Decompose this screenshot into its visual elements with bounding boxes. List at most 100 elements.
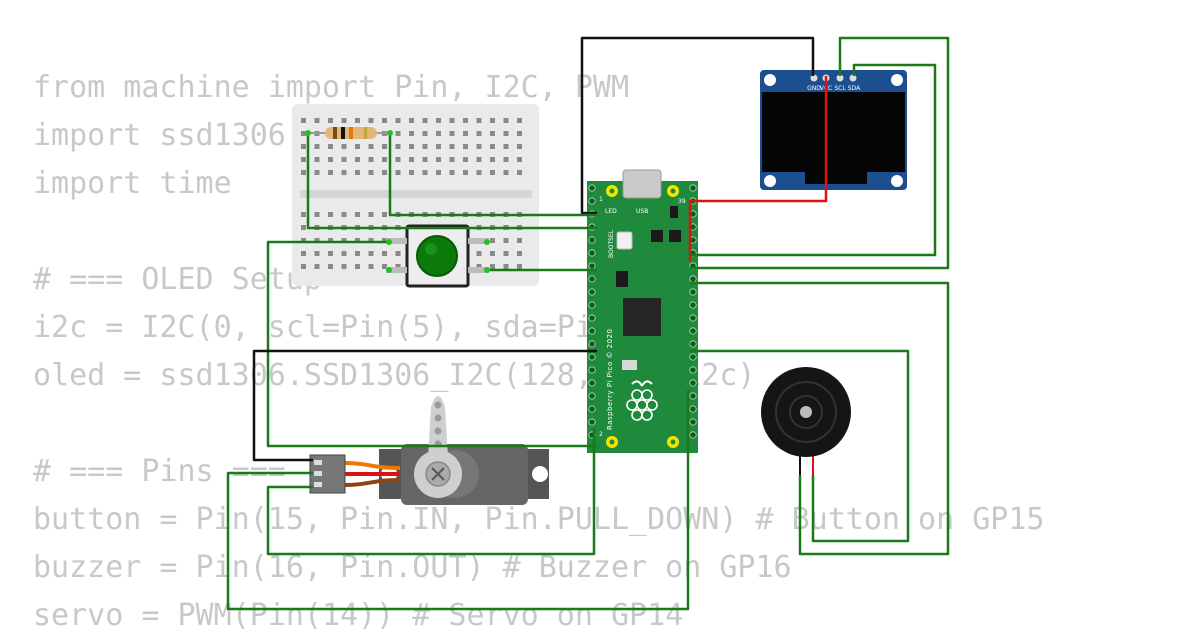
breadboard-hole xyxy=(476,264,482,269)
breadboard-hole xyxy=(341,264,347,269)
breadboard-hole xyxy=(382,144,387,149)
raspberry-pi-pico: USB LED 1 2 39 BOOTSEL Raspberry Pi Pico… xyxy=(587,169,698,453)
breadboard-hole xyxy=(341,251,347,256)
breadboard-hole xyxy=(422,131,428,136)
breadboard-hole xyxy=(301,144,306,149)
breadboard-hole xyxy=(395,118,401,123)
breadboard-hole xyxy=(449,118,455,123)
pico-pin xyxy=(588,288,596,296)
pico-pin xyxy=(588,262,596,270)
breadboard-hole xyxy=(341,238,347,243)
breadboard-hole xyxy=(382,118,387,123)
breadboard-hole xyxy=(395,157,401,162)
breadboard-hole xyxy=(355,157,360,162)
pico-pin xyxy=(588,353,596,361)
breadboard-hole xyxy=(476,118,482,123)
breadboard-hole xyxy=(490,170,495,175)
resistor xyxy=(308,127,392,139)
raspberry-logo-icon xyxy=(626,380,658,421)
code-line: button = Pin(15, Pin.IN, Pin.PULL_DOWN) … xyxy=(33,502,1045,537)
breadboard-hole xyxy=(301,238,306,243)
wires xyxy=(226,36,950,611)
breadboard-hole xyxy=(490,238,495,243)
breadboard-hole xyxy=(341,212,347,217)
breadboard-hole xyxy=(382,157,387,162)
breadboard-hole xyxy=(409,118,414,123)
button-cap[interactable] xyxy=(416,235,458,277)
pico-pin xyxy=(588,405,596,413)
breadboard-hole xyxy=(517,118,522,123)
breadboard-hole xyxy=(355,251,360,256)
push-button[interactable] xyxy=(386,224,489,288)
pico-pin xyxy=(588,379,596,387)
oled-pin-sda-label: SDA xyxy=(848,85,861,92)
breadboard-hole xyxy=(395,251,401,256)
breadboard-hole xyxy=(382,264,387,269)
breadboard-hole xyxy=(449,131,455,136)
breadboard-hole xyxy=(409,144,414,149)
breadboard-hole xyxy=(355,264,360,269)
pico-pin xyxy=(689,431,697,439)
pico-pin xyxy=(588,249,596,257)
breadboard-hole xyxy=(368,170,374,175)
breadboard-hole xyxy=(422,118,428,123)
breadboard-hole xyxy=(436,131,441,136)
pico-pin xyxy=(588,327,596,335)
bootsel-button[interactable] xyxy=(616,231,633,250)
breadboard-hole xyxy=(314,238,320,243)
breadboard-hole xyxy=(301,157,306,162)
breadboard-hole xyxy=(328,264,333,269)
breadboard-hole xyxy=(503,144,509,149)
breadboard-hole xyxy=(328,170,333,175)
breadboard-hole xyxy=(382,251,387,256)
pin2-label: 2 xyxy=(599,431,603,438)
pico-pin xyxy=(588,301,596,309)
breadboard-hole xyxy=(382,238,387,243)
breadboard-hole xyxy=(449,144,455,149)
oled-display: GND VCC SCL SDA xyxy=(760,70,907,190)
code-line: # === OLED Setup xyxy=(33,262,322,297)
breadboard-hole xyxy=(490,251,495,256)
pico-pin xyxy=(689,405,697,413)
pico-pin xyxy=(689,379,697,387)
breadboard-hole xyxy=(463,144,468,149)
pico-pin xyxy=(588,392,596,400)
pico-pin xyxy=(689,327,697,335)
pico-pin xyxy=(689,184,697,192)
breadboard-hole xyxy=(301,264,306,269)
breadboard-hole xyxy=(382,170,387,175)
breadboard-hole xyxy=(476,131,482,136)
oled-pin-scl-label: SCL xyxy=(834,85,846,92)
breadboard-hole xyxy=(517,251,522,256)
bootsel-label: BOOTSEL xyxy=(608,229,615,258)
breadboard-hole xyxy=(368,264,374,269)
rp2040-chip xyxy=(623,298,661,336)
pico-pin xyxy=(588,340,596,348)
pico-pin xyxy=(588,197,596,205)
breadboard-hole xyxy=(368,212,374,217)
breadboard-hole xyxy=(341,144,347,149)
breadboard-hole xyxy=(301,170,306,175)
pico-pin xyxy=(689,340,697,348)
breadboard-hole xyxy=(476,157,482,162)
pico-pin xyxy=(588,275,596,283)
code-line: import time xyxy=(33,166,232,201)
breadboard-hole xyxy=(517,144,522,149)
breadboard-hole xyxy=(314,144,320,149)
breadboard-hole xyxy=(368,238,374,243)
breadboard-hole xyxy=(517,131,522,136)
oled-screen xyxy=(762,92,905,172)
breadboard-hole xyxy=(409,157,414,162)
breadboard-hole xyxy=(328,238,333,243)
breadboard-hole xyxy=(328,212,333,217)
pico-pin xyxy=(689,418,697,426)
breadboard-hole xyxy=(476,170,482,175)
breadboard-hole xyxy=(422,157,428,162)
led-label: LED xyxy=(605,208,617,215)
breadboard-hole xyxy=(463,157,468,162)
breadboard-hole xyxy=(490,144,495,149)
breadboard-hole xyxy=(449,170,455,175)
breadboard-hole xyxy=(517,170,522,175)
